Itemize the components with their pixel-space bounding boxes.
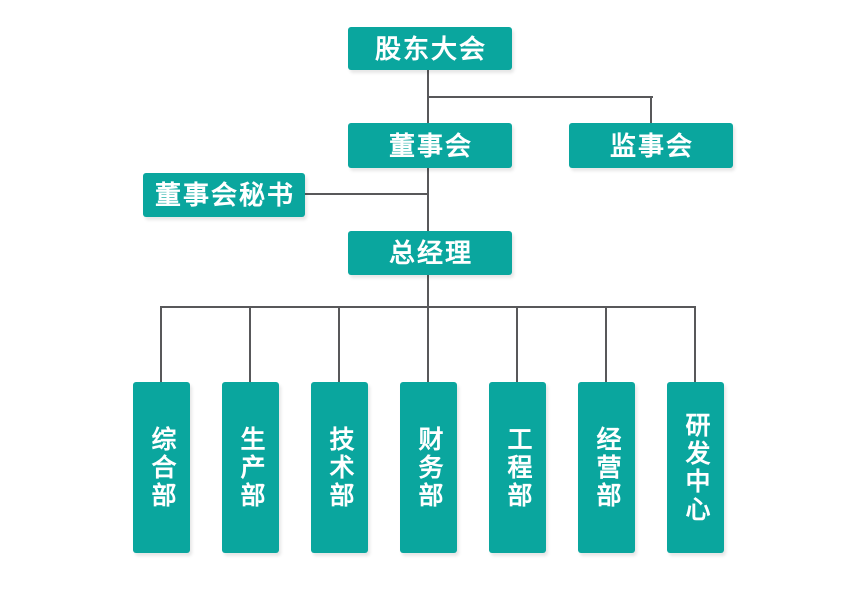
connector-branch-to-supervisory (427, 96, 653, 98)
connector-board-to-general-manager (427, 168, 429, 232)
connector-drop-technology-dept (338, 306, 340, 383)
connector-drop-production-dept (249, 306, 251, 383)
node-rnd-center: 研发中心 (667, 382, 724, 553)
node-engineering-dept: 工程部 (489, 382, 546, 553)
node-production-dept: 生产部 (222, 382, 279, 553)
node-general-affairs-dept: 综合部 (133, 382, 190, 553)
node-board-secretary: 董事会秘书 (143, 173, 305, 217)
node-operations-dept: 经营部 (578, 382, 635, 553)
connector-drop-operations-dept (605, 306, 607, 383)
node-general-manager: 总经理 (348, 231, 512, 275)
connector-drop-general-affairs-dept (160, 306, 162, 383)
connector-drop-engineering-dept (516, 306, 518, 383)
connector-board-secretary (305, 193, 429, 195)
node-shareholders-meeting: 股东大会 (348, 27, 512, 70)
connector-drop-rnd-center (694, 306, 696, 383)
connector-general-manager-trunk (427, 275, 429, 308)
node-supervisory-board: 监事会 (569, 123, 733, 168)
node-board-of-directors: 董事会 (348, 123, 512, 168)
connector-drop-finance-dept (427, 306, 429, 383)
node-finance-dept: 财务部 (400, 382, 457, 553)
connector-supervisory-drop (650, 96, 652, 124)
node-technology-dept: 技术部 (311, 382, 368, 553)
